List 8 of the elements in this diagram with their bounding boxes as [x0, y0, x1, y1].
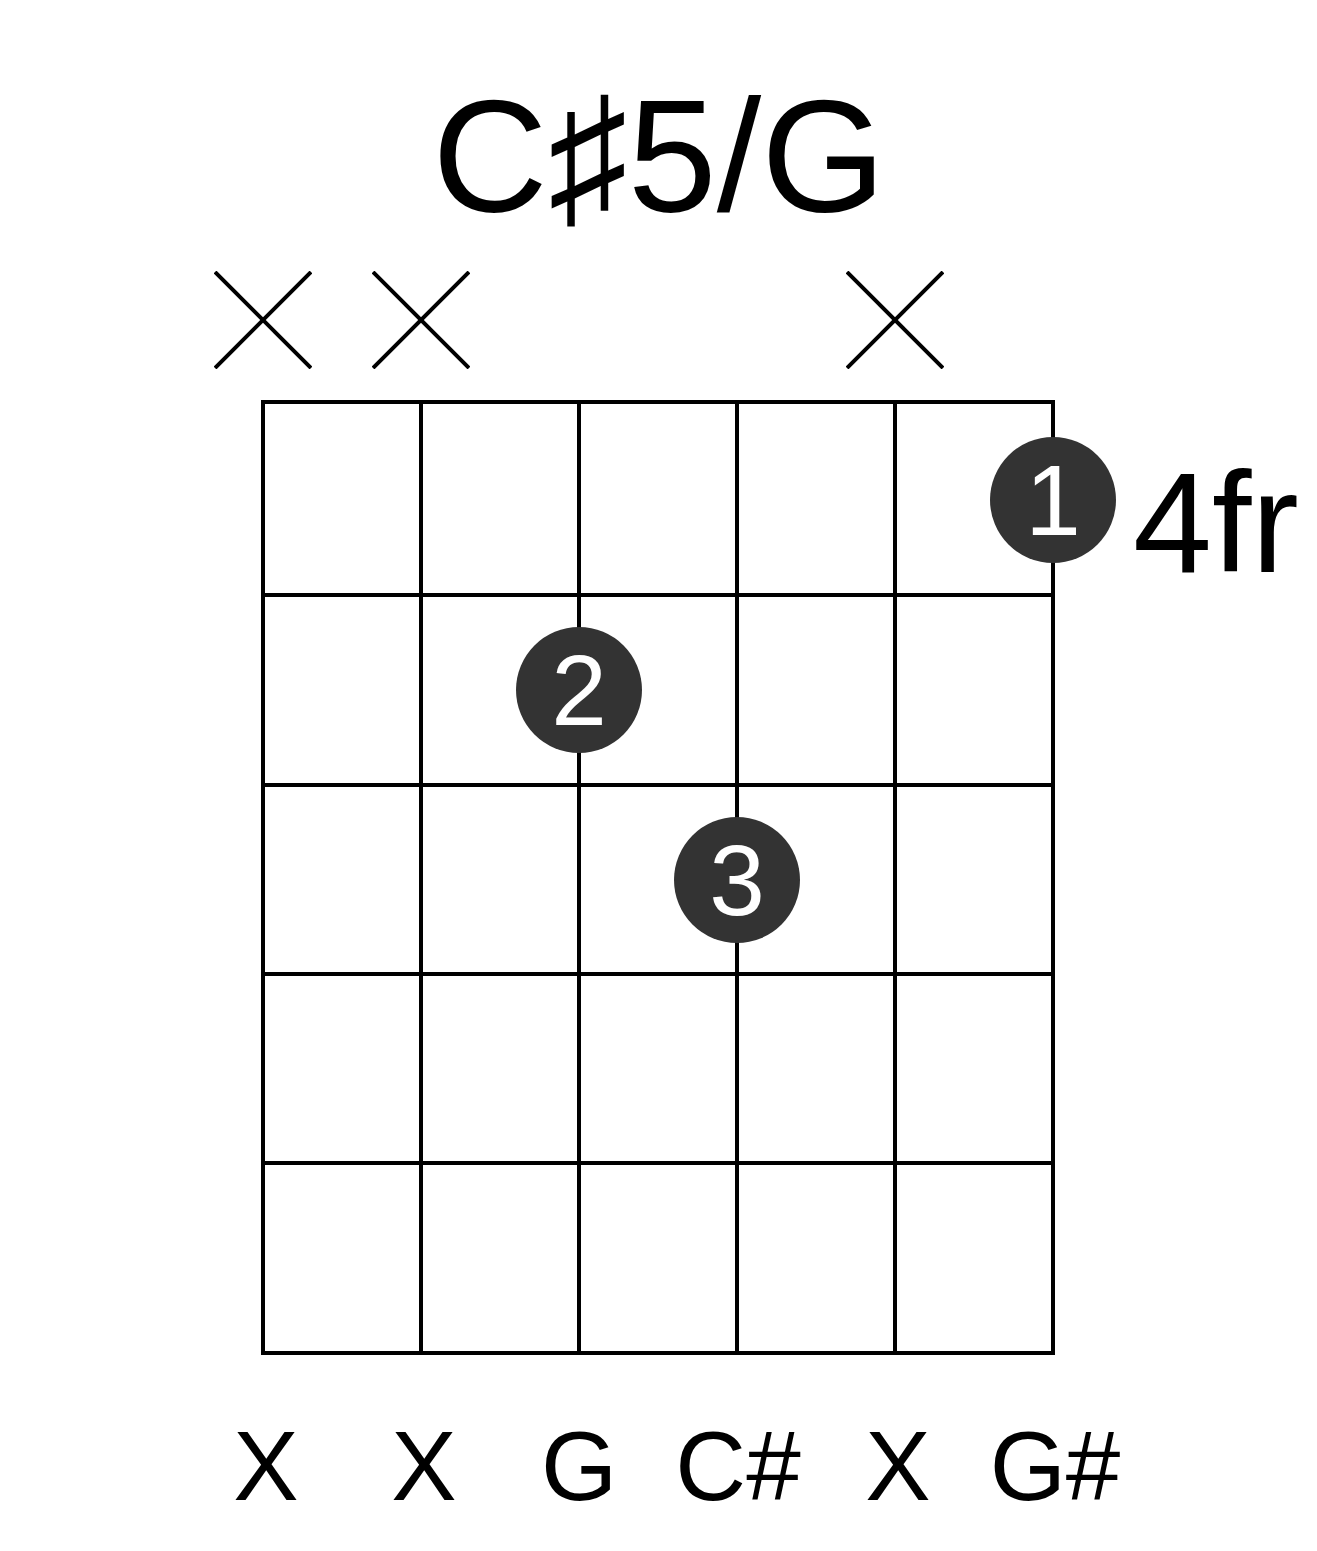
- fret-number-label: 4fr: [1133, 452, 1299, 594]
- chord-title: C♯5/G: [432, 76, 886, 236]
- string-note-label: X: [391, 1417, 457, 1515]
- string-note-label: C#: [675, 1417, 801, 1515]
- string-note-label: X: [865, 1417, 931, 1515]
- string-note-label: G: [540, 1417, 618, 1515]
- string-note-label: G#: [989, 1417, 1121, 1515]
- string-note-label: X: [233, 1417, 299, 1515]
